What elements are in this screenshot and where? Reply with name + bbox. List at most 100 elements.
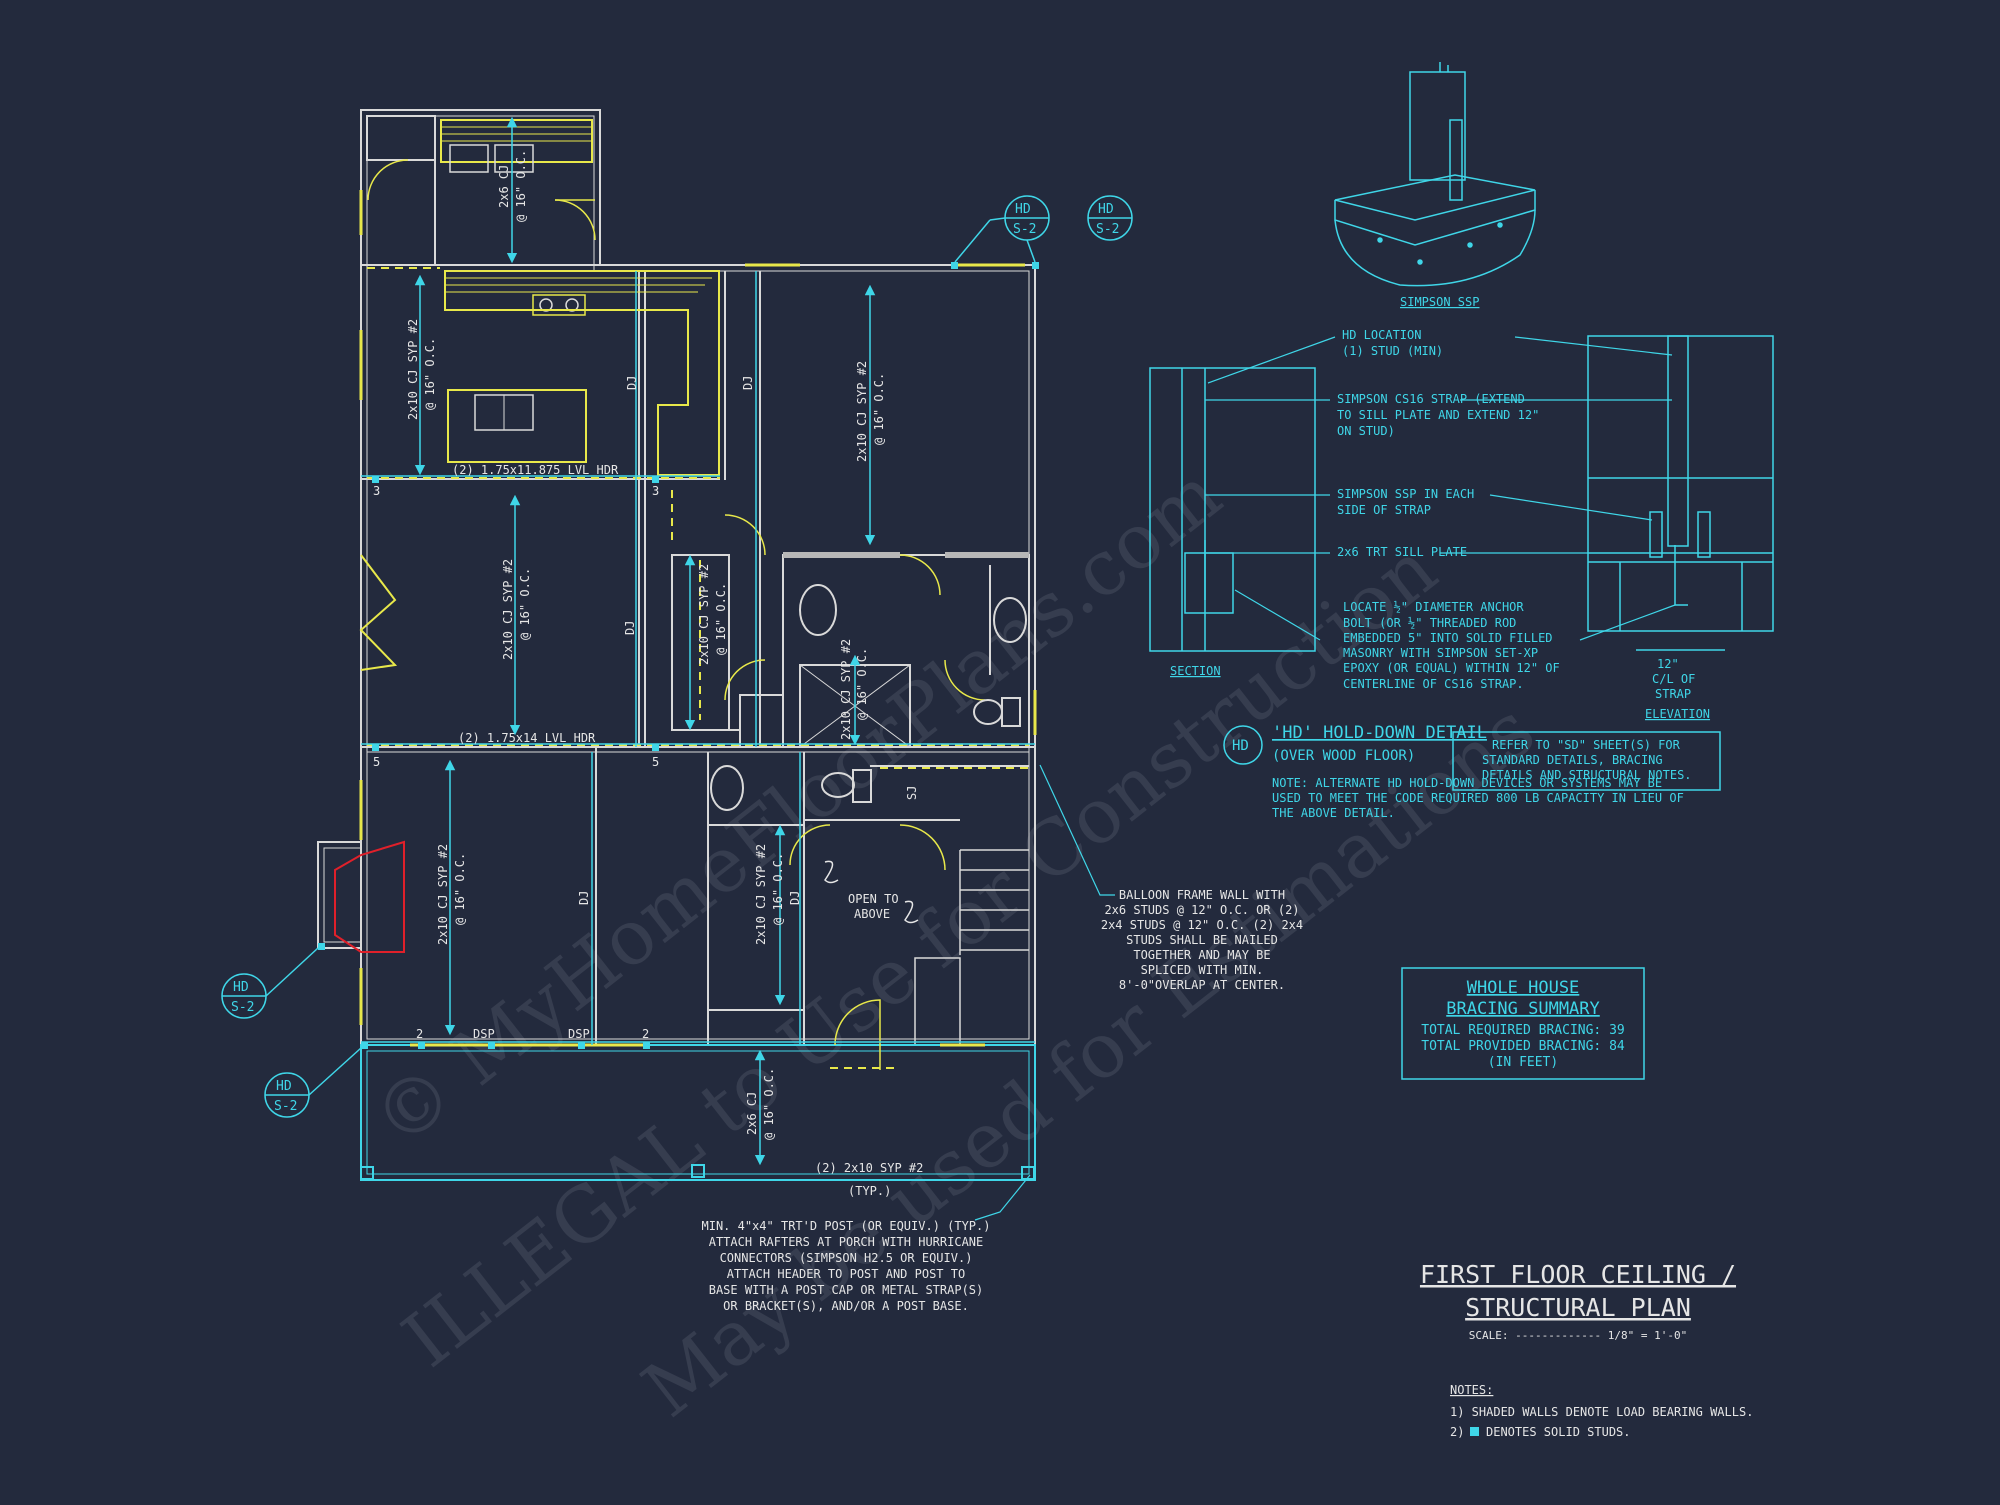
svg-text:BOLT (OR ½" THREADED ROD: BOLT (OR ½" THREADED ROD [1343,616,1516,630]
simpson-ssp-iso: SIMPSON SSP [1334,62,1536,309]
joist-hall: 2x10 CJ SYP #2 [754,844,768,945]
hd-detail-title: HD 'HD' HOLD-DOWN DETAIL (OVER WOOD FLOO… [1223,723,1721,820]
mark-dsp: DSP [568,1027,590,1041]
svg-text:CONNECTORS (SIMPSON H2.5 OR EQ: CONNECTORS (SIMPSON H2.5 OR EQUIV.) [720,1251,973,1265]
svg-text:TO SILL PLATE AND EXTEND 12": TO SILL PLATE AND EXTEND 12" [1337,408,1539,422]
general-notes: NOTES: 1) SHADED WALLS DENOTE LOAD BEARI… [1450,1383,1753,1439]
hd-symbol: HD [1232,738,1249,754]
hd-elevation: 12" C/L OF STRAP ELEVATION [1587,335,1774,721]
svg-text:ATTACH RAFTERS AT PORCH WITH H: ATTACH RAFTERS AT PORCH WITH HURRICANE [709,1235,984,1249]
dj-label: DJ [577,891,591,905]
sj-label: SJ [905,786,919,800]
svg-text:OR BRACKET(S), AND/OR A POST B: OR BRACKET(S), AND/OR A POST BASE. [723,1299,969,1313]
hd-tag-4: HD S-2 [264,1047,362,1118]
plan-labels: 2x6 CJ @ 16" O.C. 2x10 CJ SYP #2 @ 16" O… [373,150,923,1198]
hd-detail-title-text: 'HD' HOLD-DOWN DETAIL [1272,723,1487,743]
joist-bath-spacing: @ 16" O.C. [855,648,869,720]
dj-label: DJ [741,376,755,390]
svg-text:DETAILS AND STRUCTURAL NOTES.: DETAILS AND STRUCTURAL NOTES. [1482,768,1692,782]
svg-text:THE ABOVE DETAIL.: THE ABOVE DETAIL. [1272,806,1395,820]
svg-text:EMBEDDED 5" INTO SOLID FILLED: EMBEDDED 5" INTO SOLID FILLED [1343,631,1553,645]
scale-label: SCALE: ------------- 1/8" = 1'-0" [1469,1329,1688,1342]
svg-text:BASE WITH A POST CAP OR METAL: BASE WITH A POST CAP OR METAL STRAP(S) [709,1283,984,1297]
joist-living-spacing: @ 16" O.C. [453,853,467,925]
mark-dsp: DSP [473,1027,495,1041]
svg-text:STUDS SHALL BE NAILED: STUDS SHALL BE NAILED [1126,933,1278,947]
mark-2: 2 [642,1027,649,1041]
bracing-unit: (IN FEET) [1488,1055,1558,1070]
callout-ssp: SIMPSON SSP IN EACH [1337,487,1474,501]
title-line-1: FIRST FLOOR CEILING / [1420,1260,1736,1289]
hd-tag-2: HD S-2 [1087,195,1133,241]
dj-label: DJ [623,621,637,635]
joist-great-room: 2x10 CJ SYP #2 [855,361,869,462]
porch-header-label: (2) 2x10 SYP #2 [815,1161,923,1175]
dj-label: DJ [625,376,639,390]
svg-text:MASONRY WITH SIMPSON SET-XP: MASONRY WITH SIMPSON SET-XP [1343,646,1538,660]
svg-text:SPLICED WITH MIN.: SPLICED WITH MIN. [1141,963,1264,977]
joist-dining-spacing: @ 16" O.C. [518,568,532,640]
hd-tags: HD S-2 HD S-2 HD S-2 HD S-2 [221,195,1133,1118]
section-label: SECTION [1170,664,1221,678]
mark-2: 2 [416,1027,423,1041]
svg-text:S-2: S-2 [1013,222,1036,237]
joist-upper-room: 2x6 CJ [497,165,511,208]
kitchen-counter [444,270,720,476]
bracing-title-1: WHOLE HOUSE [1467,978,1580,998]
title-block: FIRST FLOOR CEILING / STRUCTURAL PLAN SC… [1420,1260,1736,1342]
joist-upper-room-spacing: @ 16" O.C. [514,150,528,222]
svg-text:SIDE OF STRAP: SIDE OF STRAP [1337,503,1431,517]
elevation-dim-1: 12" [1657,657,1679,671]
dining-header-label: (2) 1.75x14 LVL HDR [458,731,596,745]
joist-dining: 2x10 CJ SYP #2 [501,559,515,660]
notes-heading: NOTES: [1450,1383,1493,1397]
callout-hd-location: HD LOCATION [1342,328,1421,342]
kitchen-island [447,389,587,463]
svg-text:EPOXY (OR EQUAL) WITHIN 12" OF: EPOXY (OR EQUAL) WITHIN 12" OF [1343,661,1560,675]
svg-text:(1) STUD (MIN): (1) STUD (MIN) [1342,344,1443,358]
joist-pantry: 2x10 CJ SYP #2 [697,564,711,665]
hd-tag-1: HD S-2 [1004,195,1050,263]
dj-label: DJ [788,891,802,905]
mark-3: 3 [373,484,380,498]
elevation-label: ELEVATION [1645,707,1710,721]
title-line-2: STRUCTURAL PLAN [1465,1293,1691,1322]
note-1: 1) SHADED WALLS DENOTE LOAD BEARING WALL… [1450,1405,1753,1419]
mark-5: 5 [373,755,380,769]
callout-sill-plate: 2x6 TRT SILL PLATE [1337,545,1467,559]
svg-text:HD: HD [233,980,249,995]
svg-text:2x6 STUDS @ 12" O.C. OR (2): 2x6 STUDS @ 12" O.C. OR (2) [1104,903,1299,917]
elevation-dim-2: C/L OF [1652,672,1695,686]
svg-text:BALLOON FRAME WALL WITH: BALLOON FRAME WALL WITH [1119,888,1285,902]
joist-living: 2x10 CJ SYP #2 [436,844,450,945]
svg-text:CENTERLINE OF CS16 STRAP.: CENTERLINE OF CS16 STRAP. [1343,677,1524,691]
bracing-title-2: BRACING SUMMARY [1446,999,1600,1019]
svg-text:HD: HD [1015,202,1031,217]
svg-text:S-2: S-2 [231,1000,254,1015]
floor-plan [317,109,1039,1181]
svg-text:S-2: S-2 [1096,222,1119,237]
svg-text:ON STUD): ON STUD) [1337,424,1395,438]
hd-detail-subtitle: (OVER WOOD FLOOR) [1272,748,1415,764]
refer-line-1: REFER TO "SD" SHEET(S) FOR [1492,738,1681,752]
kitchen-header-label: (2) 1.75x11.875 LVL HDR [452,463,619,477]
open-to-above-line-2: ABOVE [854,907,890,921]
porch-header-typ: (TYP.) [848,1184,891,1198]
joist-pantry-spacing: @ 16" O.C. [714,583,728,655]
fireplace [334,840,405,953]
bracing-required: TOTAL REQUIRED BRACING: 39 [1421,1023,1625,1038]
note-2-prefix: 2) [1450,1425,1464,1439]
hd-tag-3: HD S-2 [221,947,319,1019]
joist-hall-spacing: @ 16" O.C. [771,853,785,925]
svg-text:HD: HD [276,1079,292,1094]
svg-text:S-2: S-2 [274,1099,297,1114]
joist-great-room-spacing: @ 16" O.C. [872,373,886,445]
joist-porch-spacing: @ 16" O.C. [762,1068,776,1140]
hd-section: SECTION [1149,367,1316,678]
svg-text:STANDARD DETAILS, BRACING: STANDARD DETAILS, BRACING [1482,753,1663,767]
svg-text:HD: HD [1098,202,1114,217]
hd-note-line-1: NOTE: ALTERNATE HD HOLD-DOWN DEVICES OR … [1272,776,1662,790]
joist-kitchen-spacing: @ 16" O.C. [423,338,437,410]
